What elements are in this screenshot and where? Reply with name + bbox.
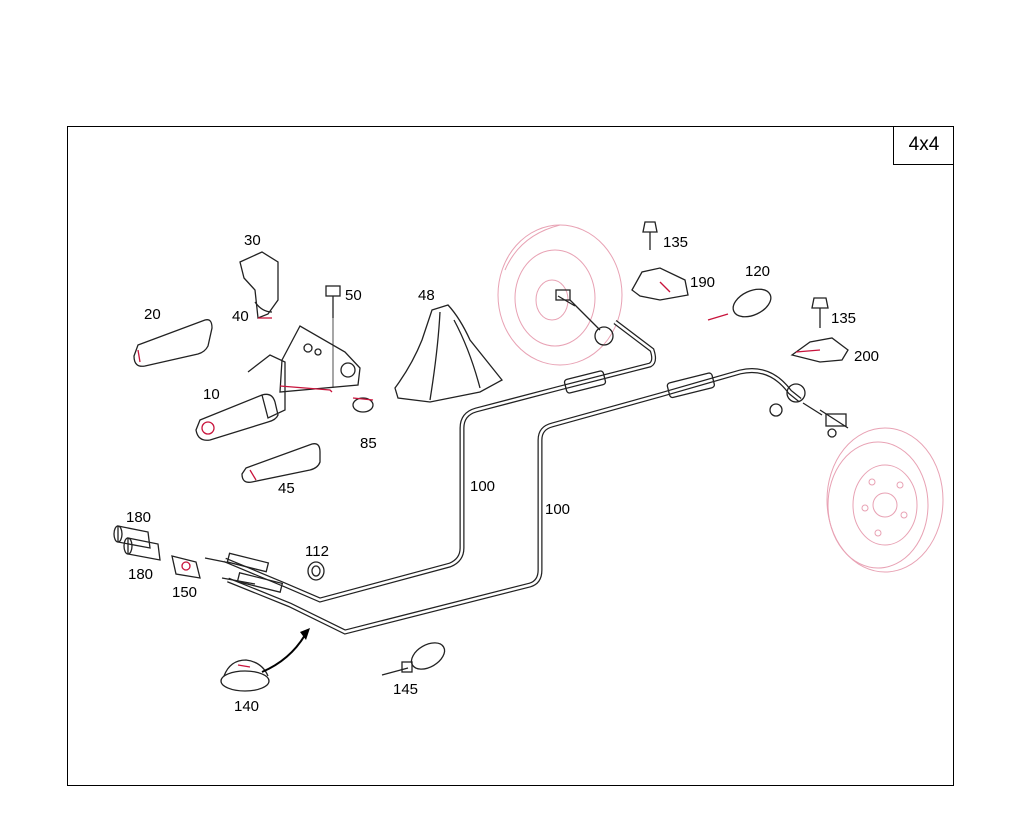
grommet-112 (307, 561, 325, 581)
label-part-85: 85 (360, 435, 377, 452)
diagram-frame (67, 126, 954, 786)
bracket-190 (631, 267, 689, 301)
label-part-145: 145 (393, 681, 418, 698)
label-part-30: 30 (244, 232, 261, 249)
cable-ends (204, 552, 284, 593)
sleeve-180-upper (113, 525, 151, 549)
brake-disc-upper (497, 224, 623, 366)
label-part-45: 45 (278, 480, 295, 497)
label-part-190: 190 (690, 274, 715, 291)
cable-tie-145 (381, 642, 446, 676)
handbrake-lever (195, 325, 361, 441)
label-part-150: 150 (172, 584, 197, 601)
shift-boot (394, 304, 503, 403)
label-part-120: 120 (745, 263, 770, 280)
label-part-20: 20 (144, 306, 161, 323)
lever-sleeve (241, 443, 321, 483)
label-part-140: 140 (234, 698, 259, 715)
connector-150 (171, 555, 201, 579)
label-part-100-left: 100 (470, 478, 495, 495)
label-part-10: 10 (203, 386, 220, 403)
cable-tie-120 (707, 288, 772, 321)
label-part-180-lower: 180 (128, 566, 153, 583)
label-part-200: 200 (854, 348, 879, 365)
label-part-50: 50 (345, 287, 362, 304)
bolt-135-lower (811, 297, 829, 328)
label-part-112: 112 (305, 543, 329, 560)
bolt-50 (325, 285, 341, 388)
label-part-100-right: 100 (545, 501, 570, 518)
cover-140 (220, 628, 310, 692)
bolt-135-upper (642, 221, 658, 250)
sleeve-180-lower (123, 537, 161, 561)
clip-30 (239, 251, 279, 319)
brake-drum-lower (826, 427, 944, 573)
label-part-40: 40 (232, 308, 249, 325)
label-part-135-upper: 135 (663, 234, 688, 251)
bracket-200 (790, 337, 849, 363)
drive-type-badge: 4x4 (893, 126, 954, 165)
clamp-85 (352, 397, 374, 413)
parking-brake-cable-left (224, 289, 657, 603)
lever-grip (133, 319, 213, 367)
label-part-135-lower: 135 (831, 310, 856, 327)
label-part-180-upper: 180 (126, 509, 151, 526)
label-part-48: 48 (418, 287, 435, 304)
parking-brake-cable-right (227, 368, 849, 635)
